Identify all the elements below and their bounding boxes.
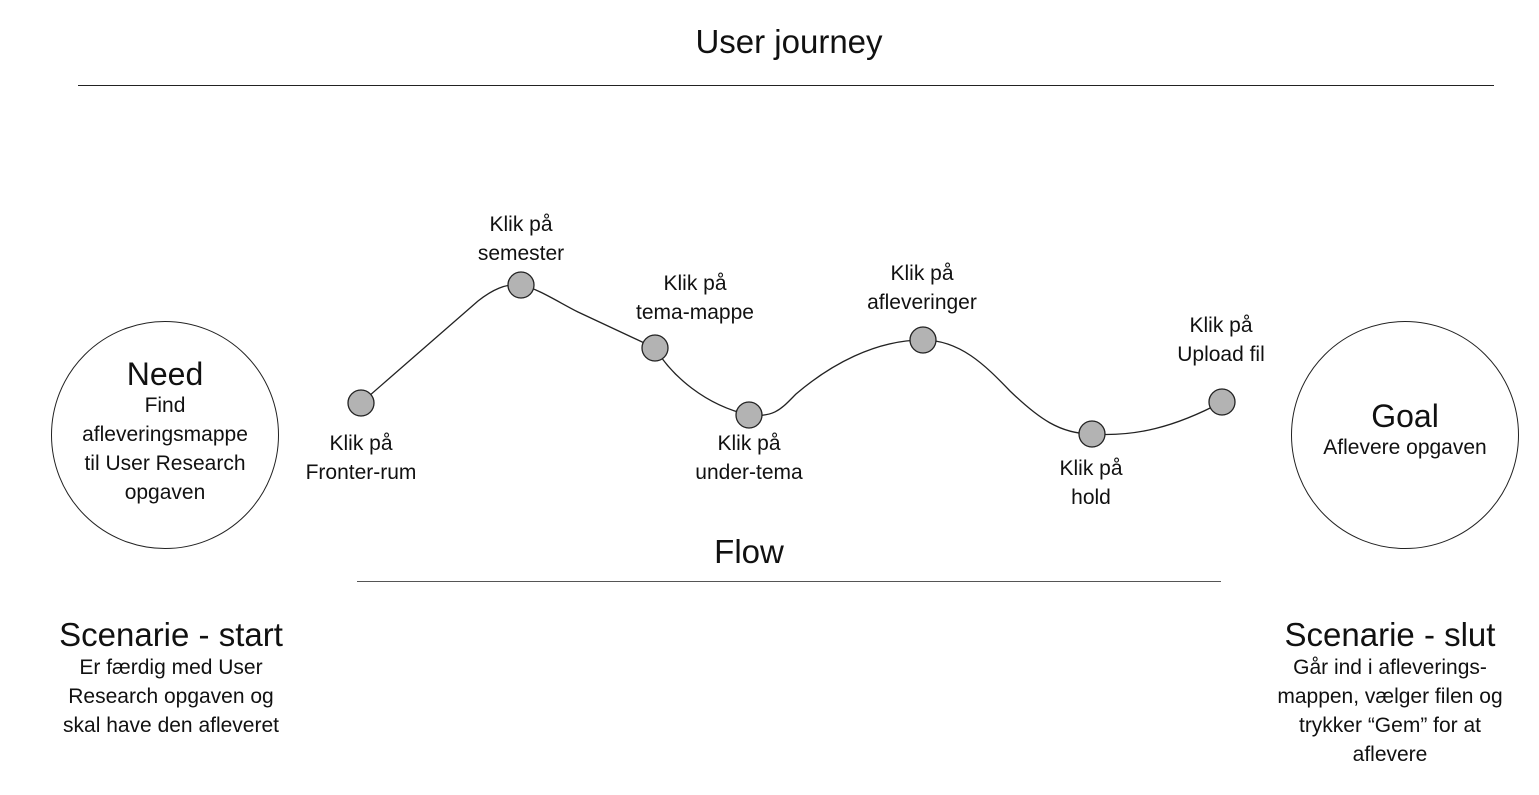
need-description: Find afleveringsmappe til User Research … <box>40 391 290 507</box>
scenario-end-line: aflevere <box>1352 743 1428 766</box>
step-label-upload-fil: Klik på Upload fil <box>1136 311 1306 369</box>
scenario-start-line: skal have den afleveret <box>63 714 279 737</box>
scenario-start-description: Er færdig med User Research opgaven og s… <box>40 653 302 740</box>
scenario-start-line: Research opgaven og <box>68 685 274 708</box>
goal-circle <box>1291 321 1519 549</box>
scenario-start-line: Er færdig med User <box>79 656 263 679</box>
step-label-hold: Klik på hold <box>1006 454 1176 512</box>
flow-divider <box>357 581 1221 582</box>
step-label-line: Klik på <box>1059 457 1123 480</box>
step-label-line: semester <box>477 242 565 265</box>
scenario-start-heading: Scenarie - start <box>59 616 283 653</box>
scenario-end-description: Går ind i afleverings- mappen, vælger fi… <box>1262 653 1518 769</box>
need-line: Find <box>144 394 186 417</box>
flow-node <box>1208 388 1236 416</box>
need-line: afleveringsmappe <box>82 423 248 446</box>
step-label-line: under-tema <box>695 461 803 484</box>
flow-label: Flow <box>714 533 784 570</box>
step-label-line: Klik på <box>890 262 954 285</box>
flow-node <box>735 401 763 429</box>
need-line: opgaven <box>124 481 206 504</box>
step-label-tema-mappe: Klik på tema-mappe <box>610 269 780 327</box>
step-label-line: Klik på <box>329 432 393 455</box>
page-title: User journey <box>695 23 883 60</box>
goal-description: Aflevere opgaven <box>1286 433 1524 462</box>
step-label-fronter-rum: Klik på Fronter-rum <box>276 429 446 487</box>
step-label-line: Fronter-rum <box>305 461 417 484</box>
step-label-line: Upload fil <box>1177 343 1265 366</box>
scenario-end-heading: Scenarie - slut <box>1284 616 1496 653</box>
flow-node <box>641 334 669 362</box>
step-label-line: hold <box>1071 486 1111 509</box>
need-line: til User Research <box>84 452 246 475</box>
flow-curve-line <box>360 284 1223 436</box>
need-circle <box>51 321 279 549</box>
flow-node <box>1078 420 1106 448</box>
flow-node <box>507 271 535 299</box>
title-divider <box>78 85 1494 86</box>
step-label-line: Klik på <box>1189 314 1253 337</box>
step-label-line: Klik på <box>717 432 781 455</box>
step-label-line: afleveringer <box>867 291 977 314</box>
step-label-line: tema-mappe <box>636 301 754 324</box>
flow-node <box>909 326 937 354</box>
step-label-line: Klik på <box>663 272 727 295</box>
step-label-under-tema: Klik på under-tema <box>664 429 834 487</box>
scenario-end-line: mappen, vælger filen og <box>1277 685 1503 708</box>
goal-line: Aflevere opgaven <box>1323 436 1487 459</box>
scenario-end-line: trykker “Gem” for at <box>1298 714 1482 737</box>
need-heading: Need <box>126 356 204 392</box>
flow-node <box>347 389 375 417</box>
goal-heading: Goal <box>1371 398 1439 434</box>
step-label-semester: Klik på semester <box>436 210 606 268</box>
scenario-end-line: Går ind i afleverings- <box>1293 656 1487 679</box>
step-label-line: Klik på <box>489 213 553 236</box>
step-label-afleveringer: Klik på afleveringer <box>837 259 1007 317</box>
